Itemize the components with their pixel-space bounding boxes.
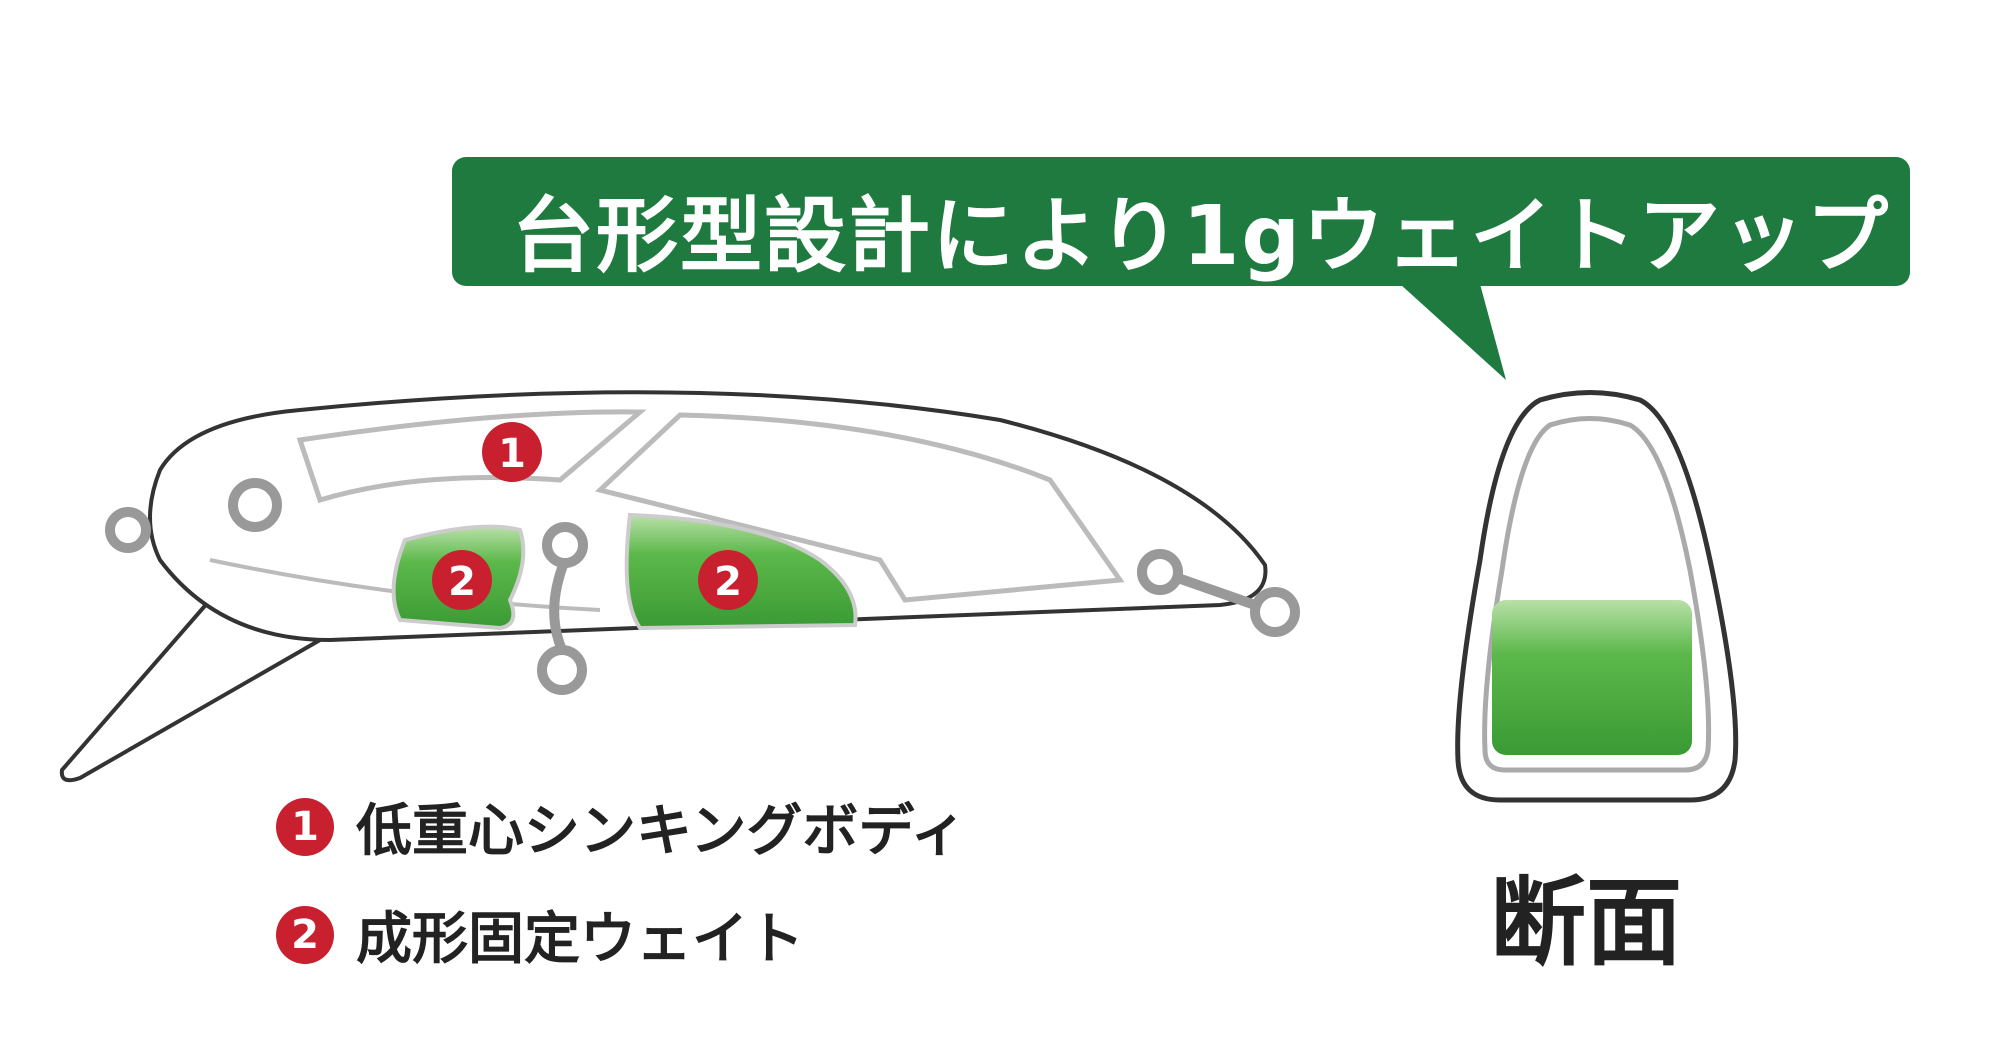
legend-badge-1: 1	[276, 797, 334, 856]
cross-section-weight	[1492, 600, 1692, 755]
callout-text: 台形型設計により1gウェイトアップ	[512, 189, 1891, 284]
legend-label-1: 低重心シンキングボディ	[356, 799, 967, 864]
svg-text:2: 2	[448, 559, 476, 605]
legend-label-2: 成形固定ウェイト	[356, 907, 804, 972]
split-rings	[105, 478, 1300, 695]
legend-badge-2: 2	[276, 905, 334, 964]
callout-tail	[1400, 284, 1506, 380]
legend-item-2: 2 成形固定ウェイト	[276, 894, 804, 975]
marker-2-front: 2	[432, 550, 492, 610]
cross-section-label: 断面	[1490, 867, 1682, 979]
callout-bubble: 台形型設計により1gウェイトアップ	[452, 157, 1910, 286]
legend-item-1: 1 低重心シンキングボディ	[276, 786, 966, 867]
svg-text:1: 1	[498, 431, 526, 477]
svg-text:2: 2	[714, 559, 742, 605]
lure-lip	[59, 598, 321, 783]
marker-1: 1	[482, 422, 542, 482]
marker-2-rear: 2	[698, 550, 758, 610]
